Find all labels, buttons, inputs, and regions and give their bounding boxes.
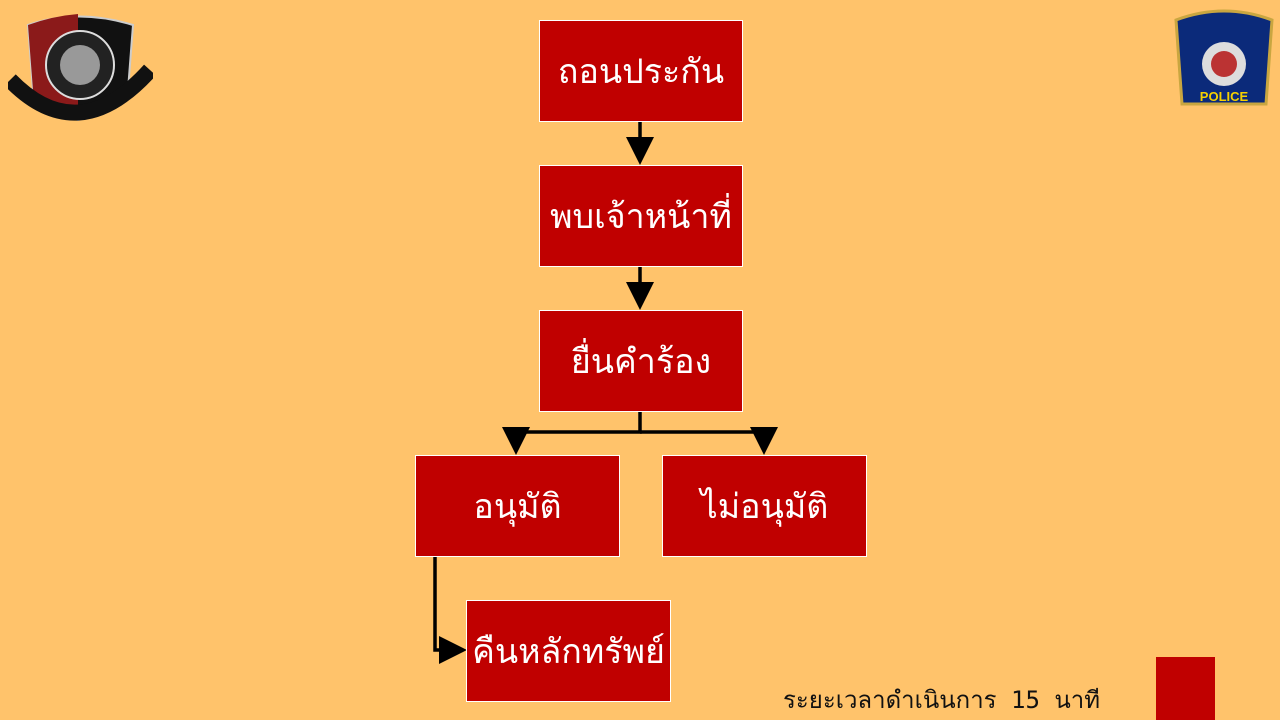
left-police-emblem-icon: [8, 14, 153, 122]
svg-text:POLICE: POLICE: [1200, 89, 1249, 104]
right-police-emblem-icon: POLICE: [1174, 9, 1274, 106]
arrow-3-reject: [640, 430, 766, 448]
red-square-decoration: [1156, 657, 1215, 720]
duration-text: ระยะเวลาดำเนินการ 15 นาที: [783, 686, 1101, 714]
arrow-4-6: [433, 556, 467, 664]
step-meet-officer: พบเจ้าหน้าที่: [539, 165, 743, 267]
step-not-approved: ไม่อนุมัติ: [662, 455, 867, 557]
step-withdraw-bail: ถอนประกัน: [539, 20, 743, 122]
step-approved: อนุมัติ: [415, 455, 620, 557]
step-return-collateral: คืนหลักทรัพย์: [466, 600, 671, 702]
arrow-3-split: [502, 411, 642, 455]
step-submit-request: ยื่นคำร้อง: [539, 310, 743, 412]
